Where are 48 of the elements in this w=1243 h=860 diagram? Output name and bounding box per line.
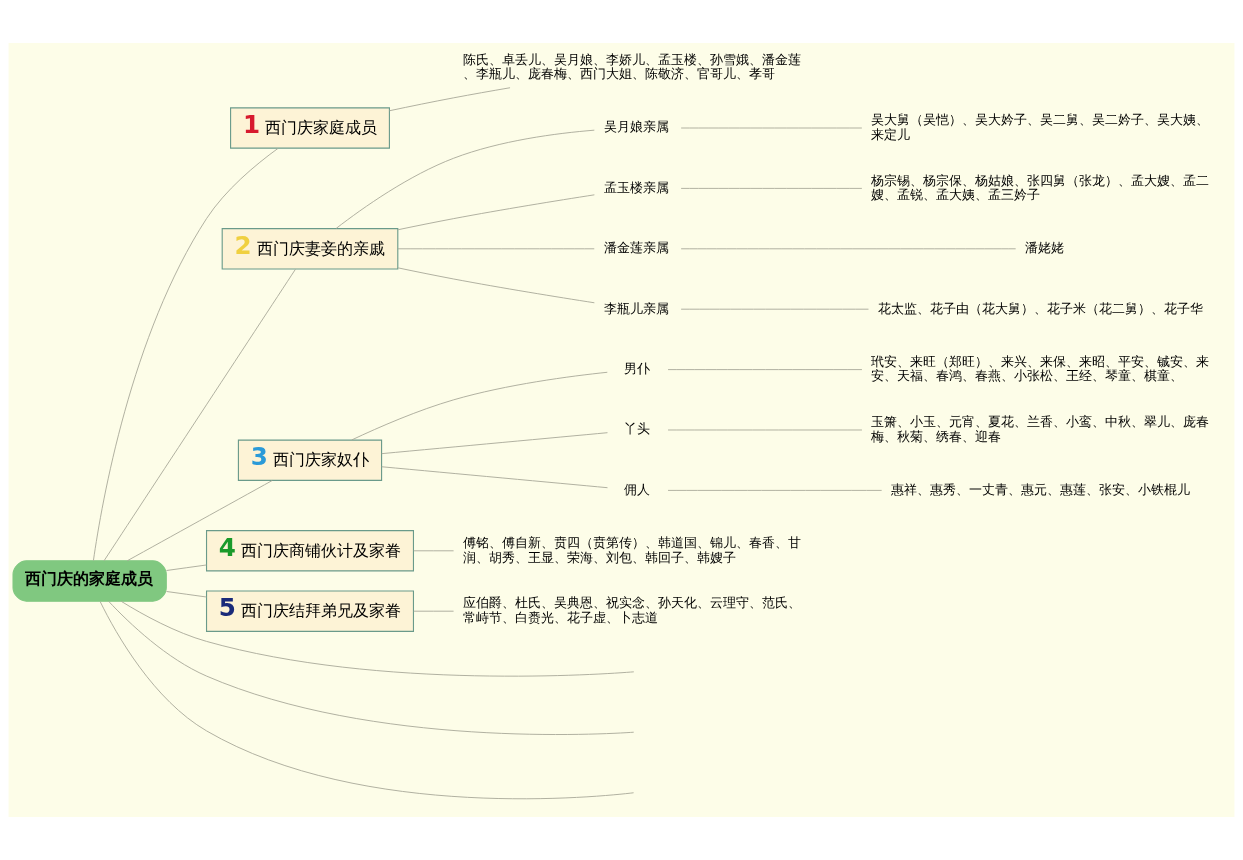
connector: [413, 610, 455, 612]
node-text: 傅铭、傅自新、贲四（贲第传）、韩道国、锦儿、春香、甘润、胡秀、王显、荣海、刘包、韩回子、韩嫂子: [462, 534, 801, 565]
node-box: 西门庆的家庭成员: [12, 560, 167, 602]
connector: [389, 87, 511, 112]
node-box: 1 西门庆家庭成员: [230, 107, 390, 149]
node-text: 玉箫、小玉、元宵、夏花、兰香、小鸾、中秋、翠儿、庞春梅、秋菊、绣春、迎春: [870, 414, 1209, 444]
node-text: 孟玉楼亲属: [603, 179, 669, 195]
node-box: 4 西门庆商铺伙计及家眷: [206, 530, 414, 572]
node-text: 李瓶儿亲属: [603, 300, 669, 316]
node-box: 3 西门庆家奴仆: [237, 439, 383, 481]
connector: [351, 371, 608, 441]
connector: [413, 550, 455, 552]
connector: [397, 194, 595, 231]
connector: [680, 248, 1017, 250]
connector: [99, 601, 635, 800]
connector: [92, 147, 279, 561]
connector: [680, 127, 863, 129]
node-text: 杨宗锡、杨宗保、杨姑娘、张四舅（张龙）、孟大嫂、孟二嫂、孟锐、孟大姨、孟三妗子: [870, 172, 1209, 203]
node-text: 吴月娘亲属: [603, 119, 669, 135]
connector: [667, 369, 863, 371]
node-text: 惠祥、惠秀、一丈青、惠元、惠莲、张安、小铁棍儿: [891, 481, 1191, 497]
node-text: 吴大舅（吴恺）、吴大妗子、吴二舅、吴二妗子、吴大姨、来定儿: [870, 112, 1209, 142]
node-box: 2 西门庆妻妾的亲戚: [221, 228, 399, 270]
connector: [397, 248, 595, 250]
node-text: 应伯爵、杜氏、吴典恩、祝实念、孙天化、云理守、范氏、常峙节、白赉光、花子虚、卜志道: [462, 595, 801, 625]
connector: [680, 308, 869, 310]
connector: [126, 480, 273, 562]
node-box: 5 西门庆结拜弟兄及家眷: [206, 590, 414, 632]
connector: [120, 600, 635, 677]
node-text: 丫头: [623, 421, 650, 437]
node-text: 男仆: [623, 361, 650, 377]
node-text: 佣人: [623, 481, 650, 497]
node-text: 陈氏、卓丢儿、吴月娘、李娇儿、孟玉楼、孙雪娥、潘金莲、李瓶儿、庞春梅、西门大姐、陈敬济、官哥儿、孝哥: [462, 51, 801, 82]
connector: [667, 429, 863, 431]
connector: [103, 268, 296, 562]
connector: [680, 187, 863, 189]
node-text: 潘姥姥: [1025, 240, 1065, 256]
connector: [166, 591, 207, 598]
connector: [166, 564, 207, 571]
connector: [381, 466, 608, 489]
connector: [335, 129, 595, 229]
node-text: 玳安、来旺（郑旺）、来兴、来保、来昭、平安、铖安、来安、天福、春鸿、春燕、小张松、王经、琴童、棋童、: [870, 353, 1209, 384]
connector: [108, 600, 635, 735]
node-text: 花太监、花子由（花大舅）、花子米（花二舅）、花子华: [877, 300, 1203, 316]
connector: [381, 432, 608, 455]
connector: [397, 267, 595, 304]
connector: [667, 489, 883, 491]
node-text: 潘金莲亲属: [603, 240, 669, 256]
